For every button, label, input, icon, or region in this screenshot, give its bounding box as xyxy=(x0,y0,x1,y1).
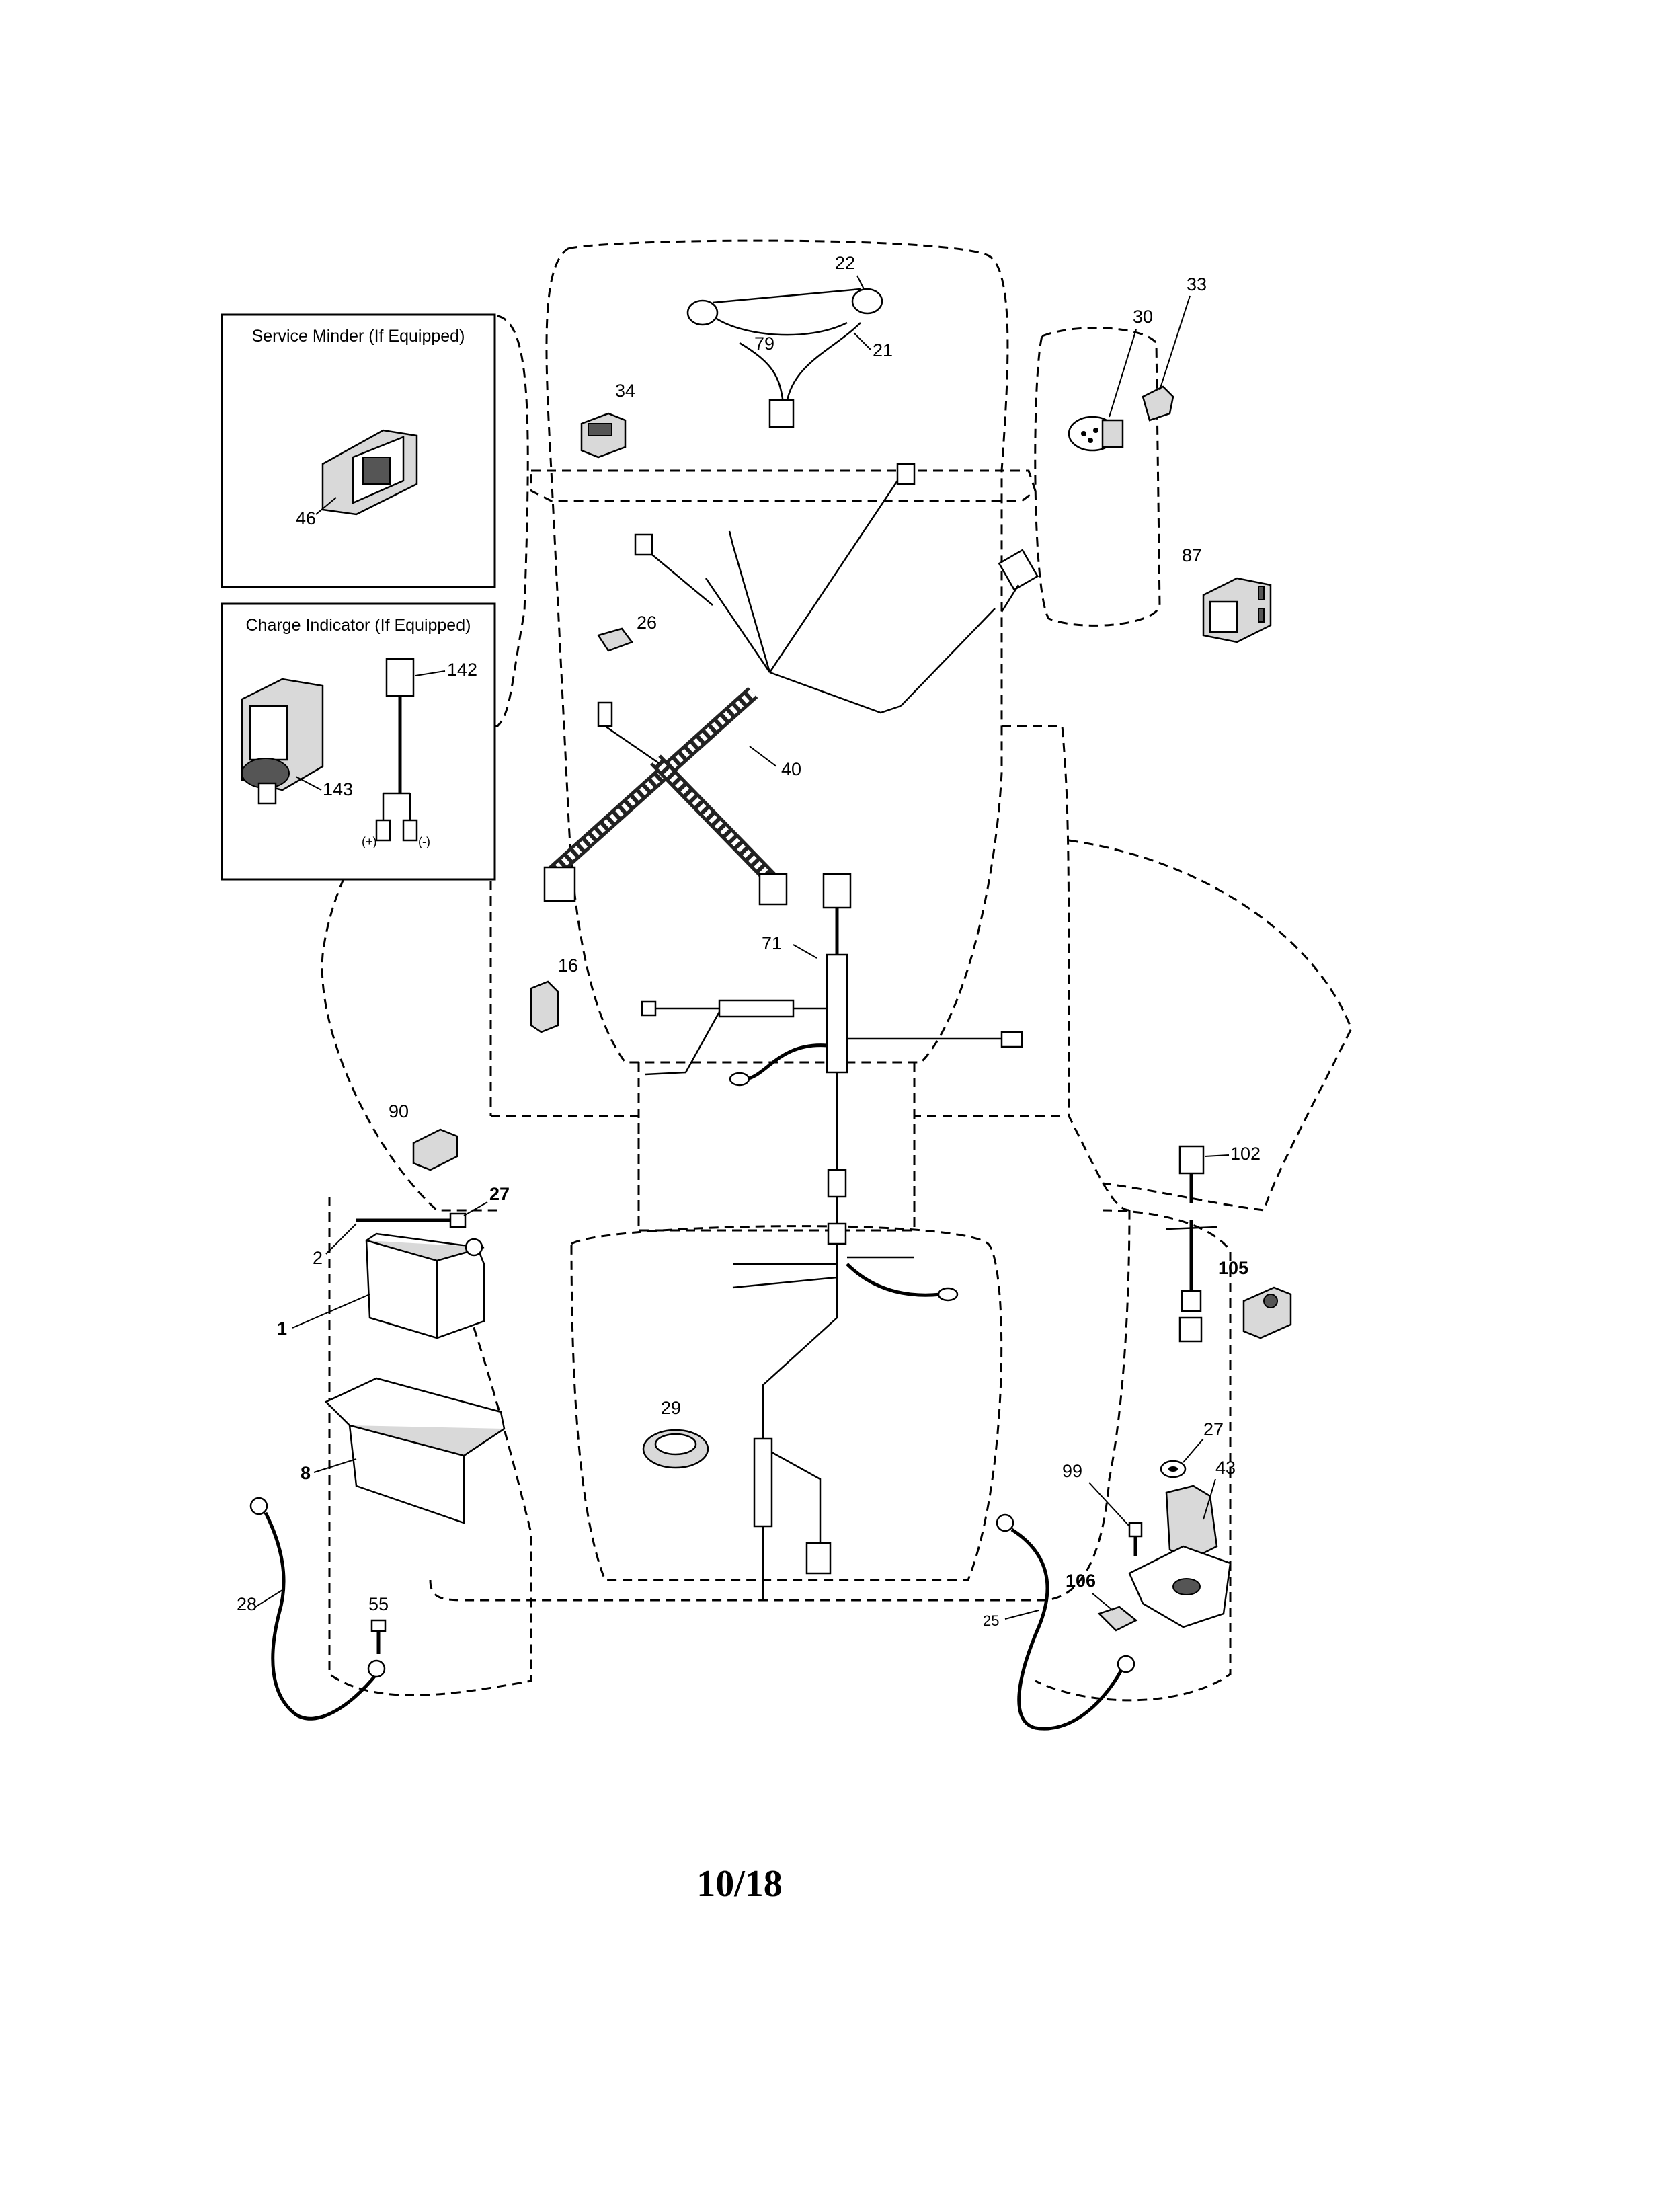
callout-102: 102 xyxy=(1230,1144,1261,1164)
headlight-harness xyxy=(686,288,883,428)
callout-71: 71 xyxy=(762,933,782,953)
part-90 xyxy=(412,1128,458,1171)
callout-26: 26 xyxy=(637,613,657,633)
page-number: 10/18 xyxy=(696,1863,783,1905)
charge-indicator-title: Charge Indicator (If Equipped) xyxy=(246,616,471,635)
ground-cable-28 xyxy=(249,1497,386,1721)
connector-16 xyxy=(530,980,559,1033)
callout-22: 22 xyxy=(835,253,855,273)
callout-46: 46 xyxy=(296,508,316,528)
callout-28: 28 xyxy=(237,1594,257,1614)
callout-87: 87 xyxy=(1182,545,1202,565)
service-minder-module xyxy=(321,429,418,516)
key-33 xyxy=(1142,385,1174,422)
callout-43: 43 xyxy=(1215,1458,1236,1478)
callout-105: 105 xyxy=(1218,1258,1248,1278)
charge-indicator-harness xyxy=(375,658,418,842)
chassis-outline xyxy=(321,239,1353,1702)
callout-27-top: 27 xyxy=(489,1184,510,1204)
nut-27 xyxy=(1160,1460,1187,1478)
callout-29: 29 xyxy=(661,1398,681,1418)
callout-27-bottom: 27 xyxy=(1203,1419,1224,1439)
ignition-switch-30 xyxy=(1068,416,1124,452)
terminal-plus-label: (+) xyxy=(362,835,377,848)
callout-40: 40 xyxy=(781,759,801,779)
battery-1 xyxy=(365,1232,485,1339)
callout-79: 79 xyxy=(754,333,774,354)
callout-34: 34 xyxy=(615,381,635,401)
service-minder-title: Service Minder (If Equipped) xyxy=(252,327,465,346)
callout-21: 21 xyxy=(873,340,893,360)
cable-25 xyxy=(996,1513,1135,1731)
callout-1: 1 xyxy=(277,1318,287,1339)
callout-142: 142 xyxy=(447,660,477,680)
solenoid-43 xyxy=(1128,1485,1232,1628)
service-minder-box: Service Minder (If Equipped) 46 xyxy=(221,313,496,588)
callout-2: 2 xyxy=(313,1248,323,1268)
callout-8: 8 xyxy=(301,1463,311,1483)
callout-106: 106 xyxy=(1066,1571,1096,1591)
callout-55: 55 xyxy=(368,1594,389,1614)
callout-25: 25 xyxy=(983,1612,999,1629)
callout-30: 30 xyxy=(1133,307,1153,327)
part-29 xyxy=(642,1429,709,1469)
battery-tray-8 xyxy=(324,1377,506,1524)
switch-105 xyxy=(1242,1286,1292,1339)
switch-34 xyxy=(580,412,627,459)
callout-143: 143 xyxy=(323,779,353,799)
charge-indicator-gauge xyxy=(241,678,324,805)
callout-33: 33 xyxy=(1187,274,1207,294)
rear-harness-71 xyxy=(641,873,1023,1600)
relay-87 xyxy=(1202,577,1272,643)
battery-hold-down-2 xyxy=(356,1212,467,1228)
bolt-55 xyxy=(370,1619,387,1654)
bolt-99 xyxy=(1128,1522,1143,1556)
callout-90: 90 xyxy=(389,1101,409,1121)
callout-16: 16 xyxy=(558,955,578,976)
main-harness-40 xyxy=(543,463,1039,906)
terminal-minus-label: (-) xyxy=(418,835,430,848)
fuse-26 xyxy=(597,627,634,652)
clip-106 xyxy=(1097,1606,1138,1632)
switch-harness-102 xyxy=(1166,1145,1217,1343)
callout-99: 99 xyxy=(1062,1461,1082,1481)
charge-indicator-box: Charge Indicator (If Equipped) (+) (-) 1… xyxy=(221,602,496,881)
